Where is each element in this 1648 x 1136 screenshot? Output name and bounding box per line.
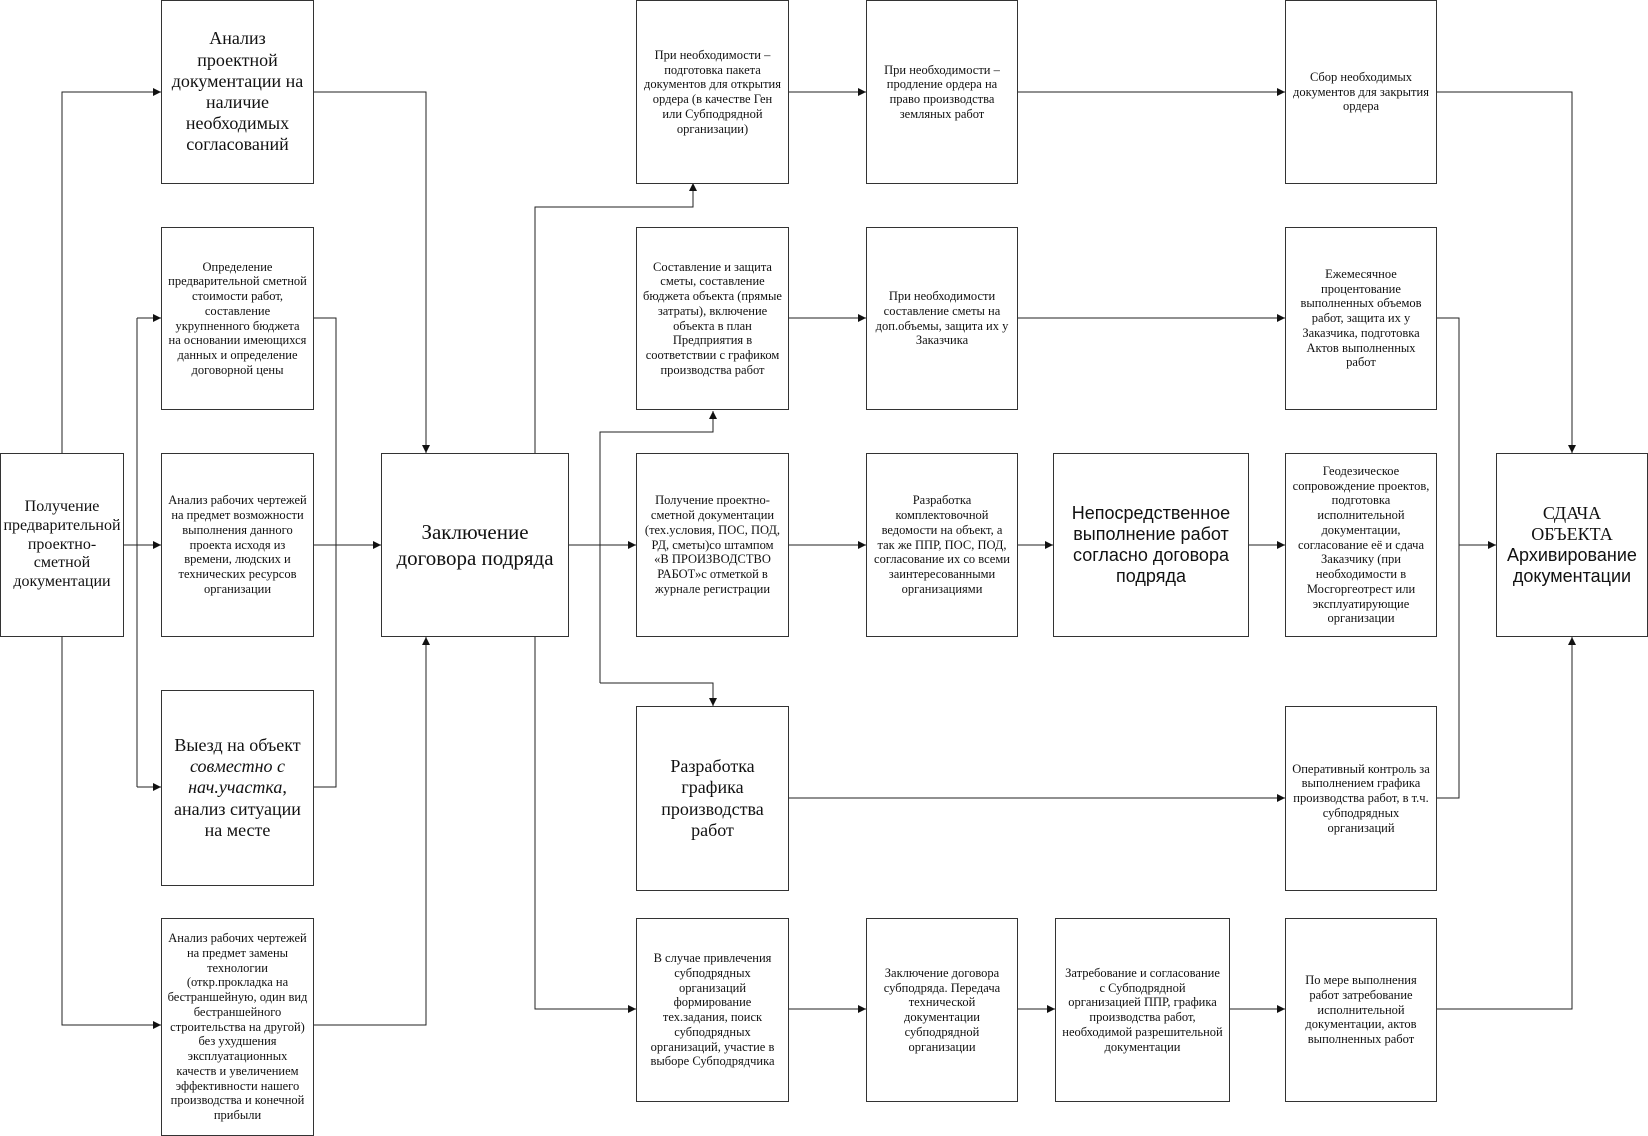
box-analysis-drawings: Анализ рабочих чертежей на предмет возмо… [161, 453, 314, 637]
text-site-visit: Выезд на объект совместно с нач.участка,… [168, 735, 307, 841]
text-estimate-prelim: Определение предварительной сметной стои… [168, 259, 307, 377]
text-analysis-approvals: Анализ проектной документации на наличие… [171, 28, 304, 155]
text-close-order: Сбор необходимых документов для закрытия… [1293, 69, 1429, 114]
text-handover-1: СДАЧА ОБЪЕКТА [1531, 502, 1613, 544]
text-statement: Разработка комплектовочной ведомости на … [874, 493, 1010, 596]
text-control: Оперативный контроль за выполнением граф… [1292, 761, 1430, 835]
arrow-execdocs-to-handover [1437, 637, 1576, 1010]
text-order-package: При необходимости – подготовка пакета до… [644, 47, 781, 136]
box-request-ppr: Затребование и согласование с Субподрядн… [1055, 918, 1230, 1102]
box-estimate-prelim: Определение предварительной сметной стои… [161, 227, 314, 410]
text-receive-docs: Получение проектно-сметной документации … [644, 493, 781, 596]
arrow-close-to-handover [1437, 91, 1576, 453]
box-analysis-technology: Анализ рабочих чертежей на предмет замен… [161, 918, 314, 1136]
box-exec-docs: По мере выполнения работ затребование ис… [1285, 918, 1437, 1102]
arrow-get-to-analysis [61, 88, 161, 453]
box-subcontractors: В случае привлечения субподрядных органи… [636, 918, 789, 1102]
text-analysis-technology: Анализ рабочих чертежей на предмет замен… [167, 931, 308, 1123]
box-monthly: Ежемесячное процентование выполненных об… [1285, 227, 1437, 410]
arrow-technology-to-contract [314, 637, 430, 1026]
text-contract: Заключение договора подряда [396, 519, 554, 570]
text-request-ppr: Затребование и согласование с Субподрядн… [1062, 965, 1223, 1054]
box-extra-estimate: При необходимости составление сметы на д… [866, 227, 1018, 410]
arrow-to-estimate-budget [599, 411, 717, 683]
arrow-get-to-technology [61, 637, 161, 1029]
text-extra-estimate: При необходимости составление сметы на д… [875, 289, 1009, 348]
box-receive-docs: Получение проектно-сметной документации … [636, 453, 789, 637]
box-statement: Разработка комплектовочной ведомости на … [866, 453, 1018, 637]
text-site-visit-1: Выезд на объект [174, 734, 301, 755]
box-estimate-budget: Составление и защита сметы, составление … [636, 227, 789, 410]
text-exec-docs: По мере выполнения работ затребование ис… [1305, 973, 1417, 1047]
text-get-docs: Получение предварительной проектно-сметн… [3, 497, 121, 591]
bracket-right [314, 317, 337, 788]
box-sub-contract: Заключение договора субподряда. Передача… [866, 918, 1018, 1102]
text-handover-2: Архивирование документации [1507, 545, 1637, 587]
box-analysis-approvals: Анализ проектной документации на наличие… [161, 0, 314, 184]
text-execution: Непосредственное выполнение работ соглас… [1071, 502, 1231, 587]
box-geodetic: Геодезическое сопровождение проектов, по… [1285, 453, 1437, 637]
text-analysis-drawings: Анализ рабочих чертежей на предмет возмо… [168, 493, 307, 596]
arrow-analysis-to-contract [314, 91, 430, 453]
text-geodetic: Геодезическое сопровождение проектов, по… [1292, 463, 1430, 626]
text-subcontractors: В случае привлечения субподрядных органи… [650, 951, 775, 1069]
text-order-extend: При необходимости – продление ордера на … [884, 62, 1000, 121]
box-schedule: Разработка графика производства работ [636, 706, 789, 891]
box-handover: СДАЧА ОБЪЕКТА Архивирование документации [1496, 453, 1648, 637]
box-execution: Непосредственное выполнение работ соглас… [1053, 453, 1249, 637]
text-estimate-budget: Составление и защита сметы, составление … [643, 259, 782, 377]
text-handover: СДАЧА ОБЪЕКТА Архивирование документации [1501, 503, 1643, 588]
box-get-docs: Получение предварительной проектно-сметн… [0, 453, 124, 637]
box-contract: Заключение договора подряда [381, 453, 569, 637]
box-order-extend: При необходимости – продление ордера на … [866, 0, 1018, 184]
arrow-contract-to-subcontractors [534, 637, 636, 1013]
box-site-visit: Выезд на объект совместно с нач.участка,… [161, 690, 314, 886]
box-close-order: Сбор необходимых документов для закрытия… [1285, 0, 1437, 184]
text-site-visit-2: совместно с нач.участка [188, 756, 285, 798]
arrow-contract-to-order [534, 183, 697, 453]
box-order-package: При необходимости – подготовка пакета до… [636, 0, 789, 184]
arrow-to-schedule [600, 682, 717, 706]
text-sub-contract: Заключение договора субподряда. Передача… [883, 965, 1001, 1054]
text-site-visit-3: , анализ ситуации на месте [174, 777, 301, 840]
text-schedule: Разработка графика производства работ [661, 756, 764, 840]
text-monthly: Ежемесячное процентование выполненных об… [1300, 266, 1422, 370]
bracket-right-2 [1437, 317, 1460, 799]
box-control: Оперативный контроль за выполнением граф… [1285, 706, 1437, 891]
